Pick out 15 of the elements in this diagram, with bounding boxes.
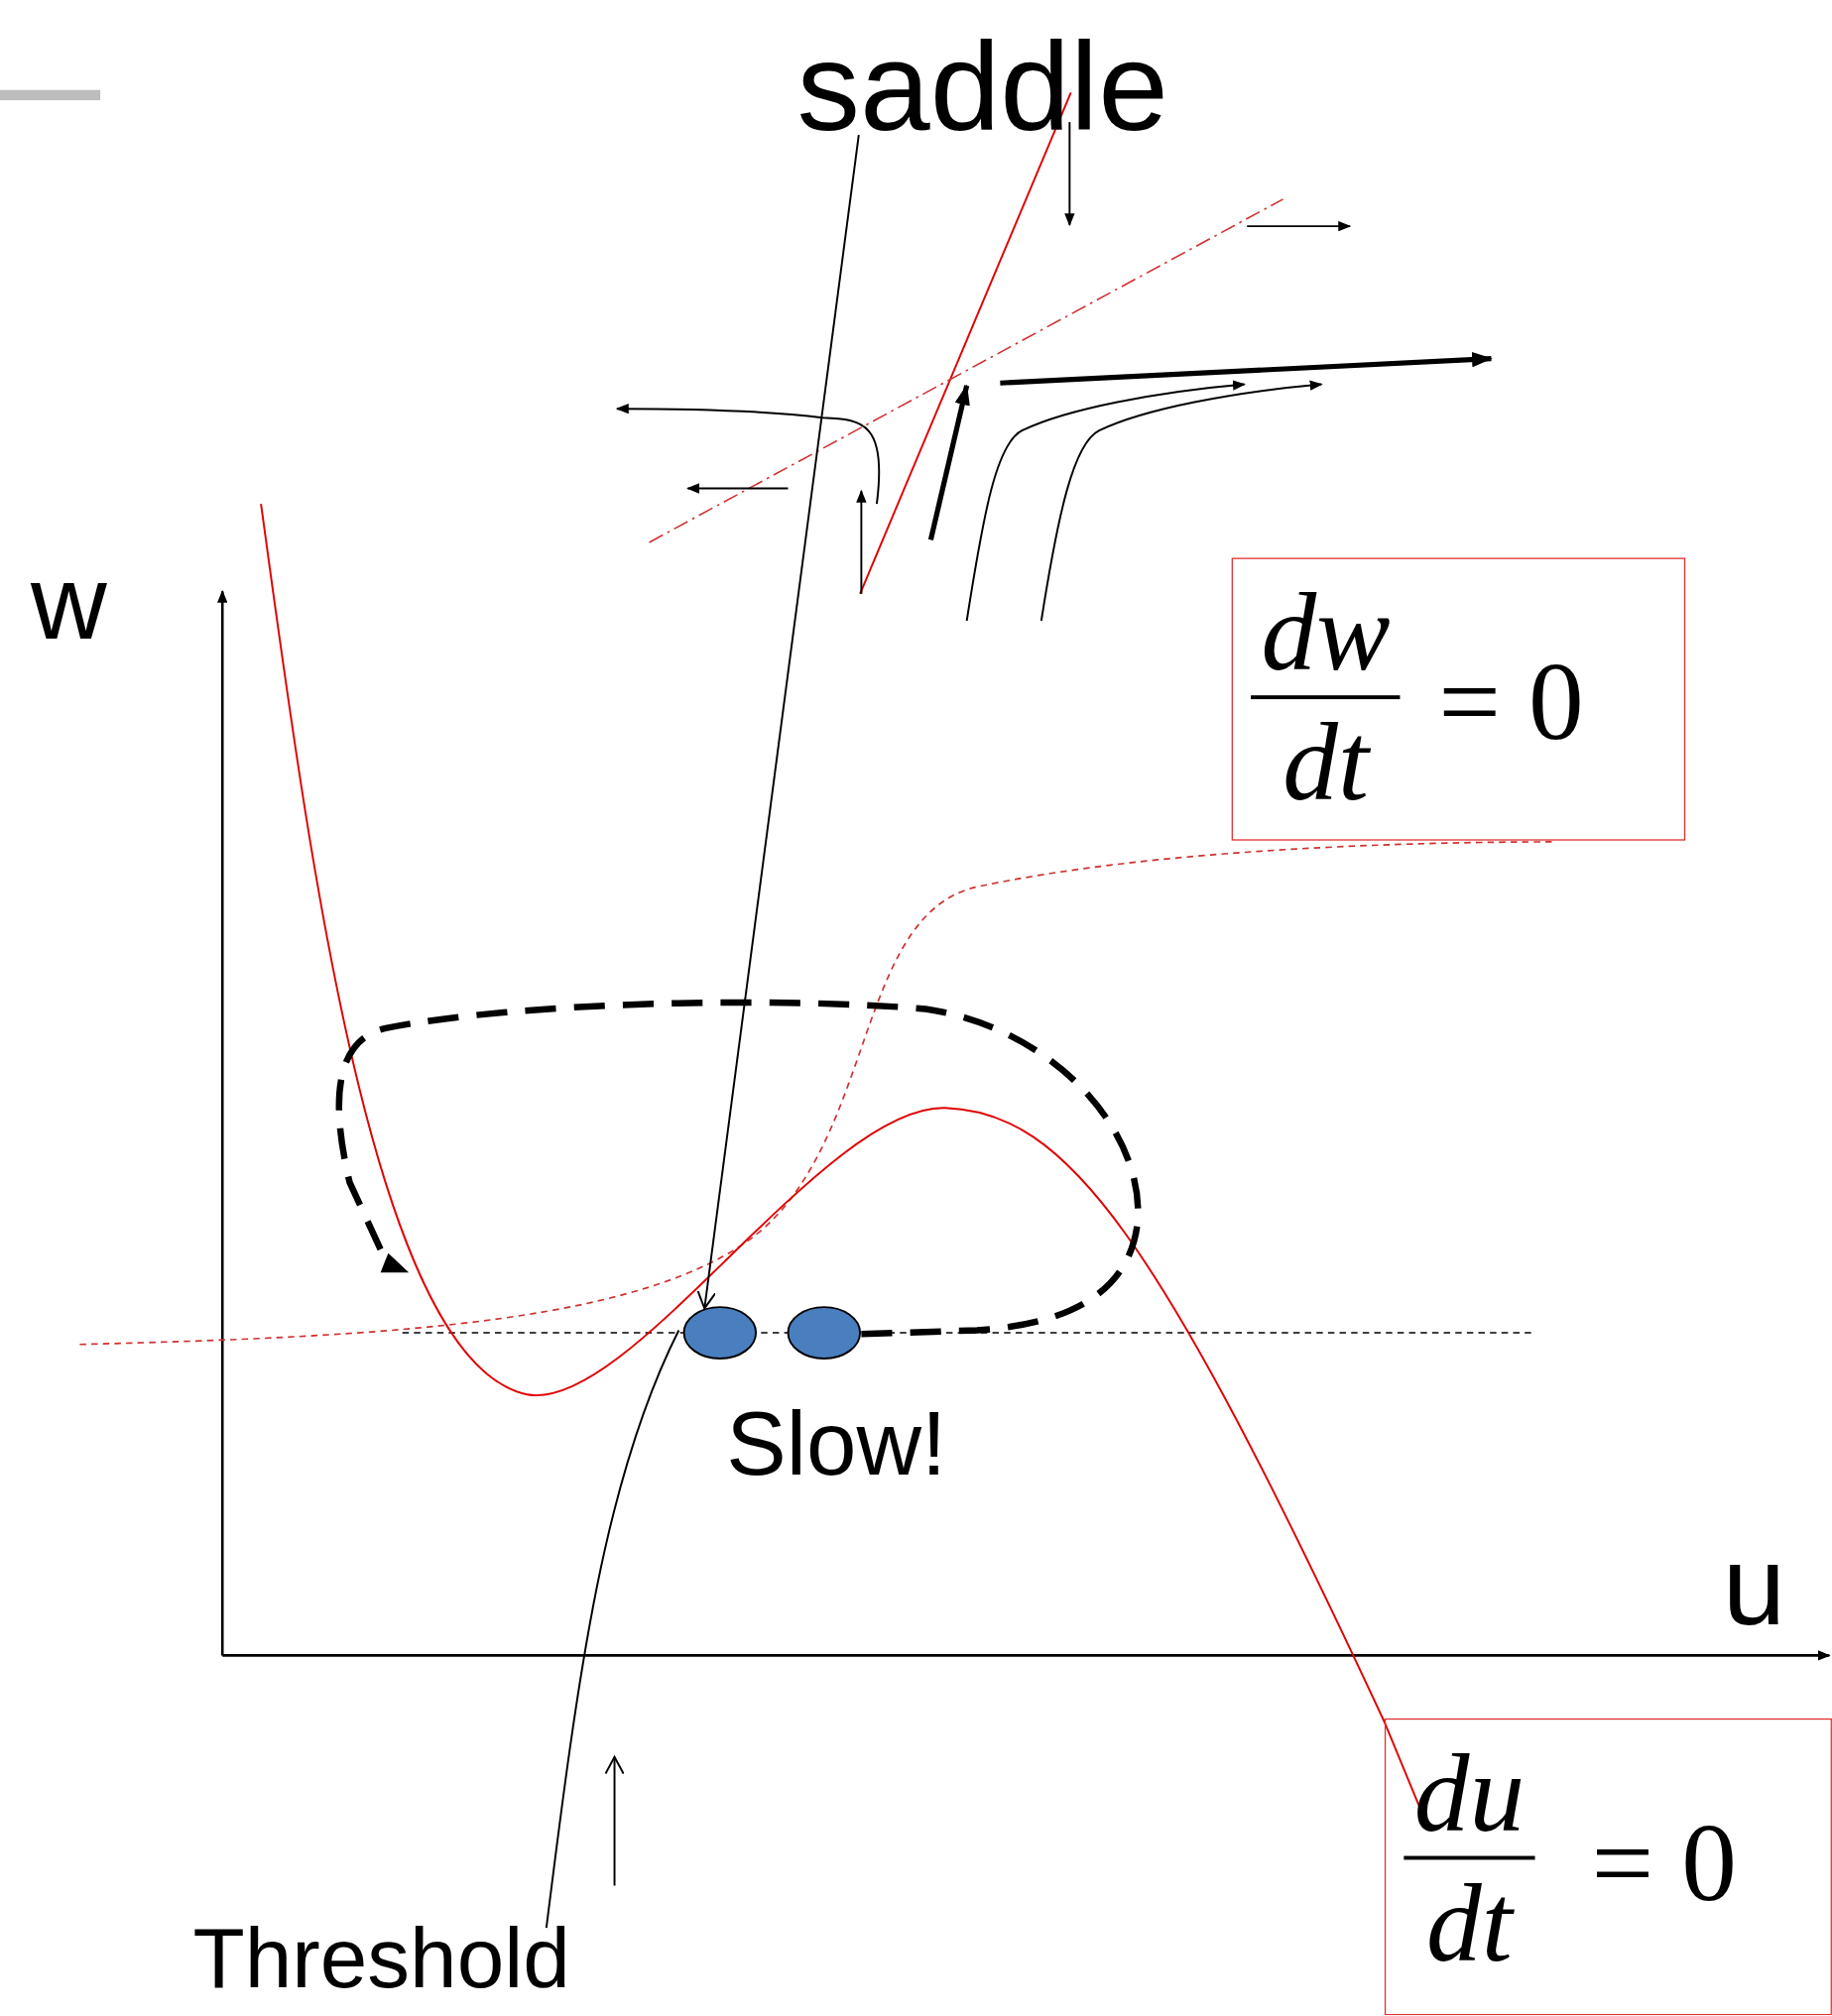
numerator: du xyxy=(1412,1737,1527,1848)
denominator: dt xyxy=(1282,706,1372,818)
denominator: dt xyxy=(1425,1867,1516,1978)
equation-box xyxy=(1384,1718,1832,2016)
equation-rhs: = 0 xyxy=(1438,646,1584,758)
axis-label: w xyxy=(31,549,107,655)
axis-label: u xyxy=(1722,1529,1786,1643)
node-label: saddle xyxy=(796,23,1168,150)
state-dot xyxy=(787,1306,862,1360)
equation-rhs: = 0 xyxy=(1591,1807,1738,1918)
threshold-label: Threshold xyxy=(192,1915,570,2000)
state-dot xyxy=(682,1306,758,1360)
numerator: dw xyxy=(1260,576,1392,688)
annotation-text: Slow! xyxy=(726,1398,947,1488)
leader-line xyxy=(696,134,860,1310)
